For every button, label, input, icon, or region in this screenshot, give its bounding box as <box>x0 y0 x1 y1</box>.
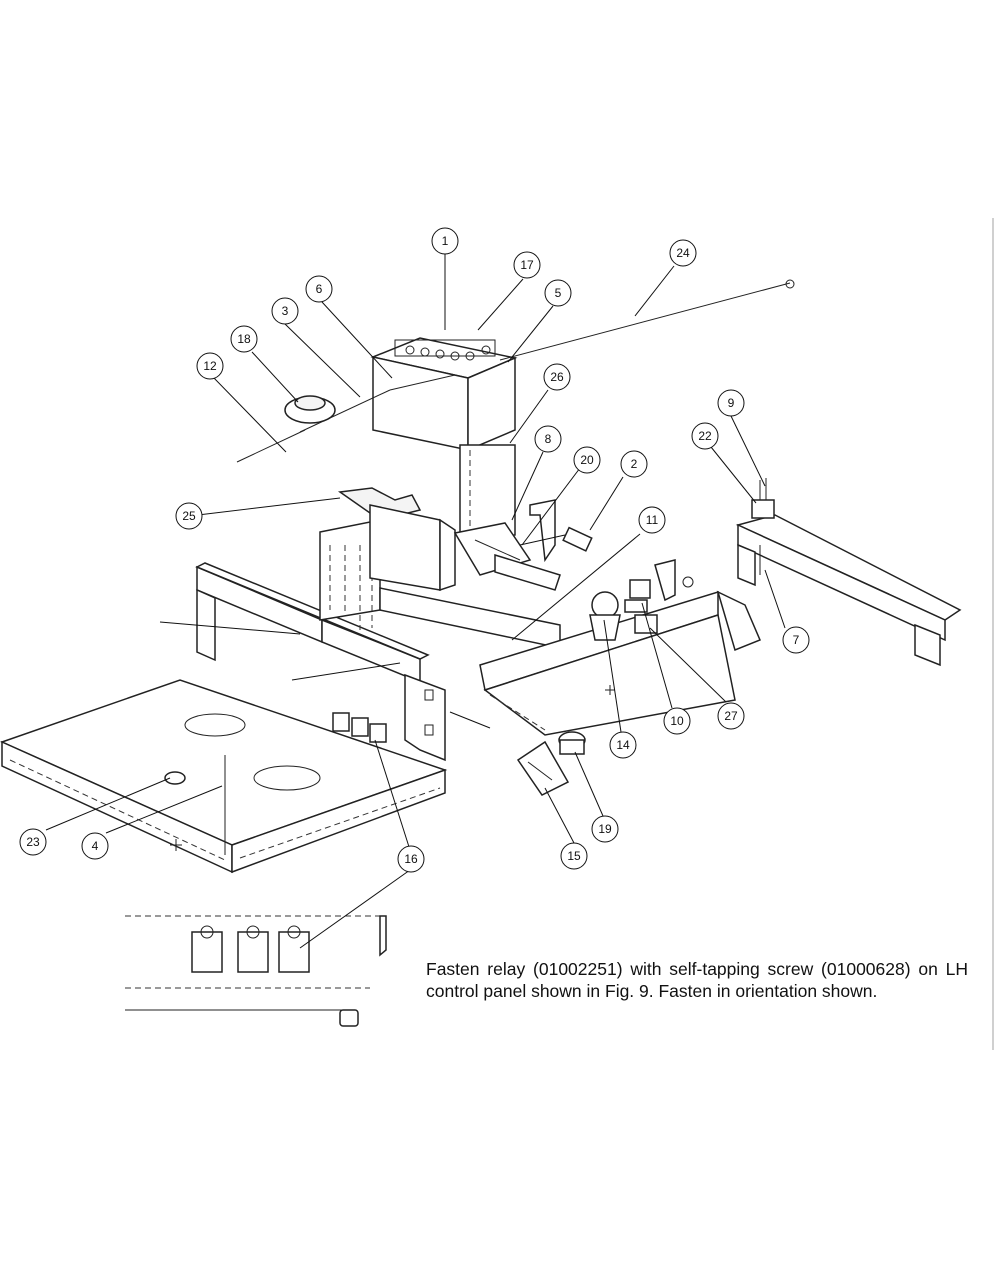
seat-bracket <box>337 487 456 592</box>
battery-tray <box>459 444 516 541</box>
callout-7-label: 7 <box>793 633 800 647</box>
detail-view <box>125 915 387 1027</box>
callout-5-label: 5 <box>555 286 562 300</box>
callout-26-label: 26 <box>550 370 564 384</box>
callout-12: 12 <box>196 352 224 380</box>
callout-20-label: 20 <box>580 453 594 467</box>
callout-4-label: 4 <box>92 839 99 853</box>
callout-9: 9 <box>717 389 745 417</box>
callout-10: 10 <box>663 707 691 735</box>
callout-8: 8 <box>534 425 562 453</box>
hour-meter <box>558 731 586 755</box>
callout-4: 4 <box>81 832 109 860</box>
callout-22: 22 <box>691 422 719 450</box>
callout-25: 25 <box>175 502 203 530</box>
frame-right <box>735 514 962 667</box>
callout-20: 20 <box>573 446 601 474</box>
control-panel <box>479 590 761 736</box>
callout-15-label: 15 <box>567 849 581 863</box>
callout-10-label: 10 <box>670 714 684 728</box>
callout-23-label: 23 <box>26 835 40 849</box>
callout-2-label: 2 <box>631 457 638 471</box>
callout-16: 16 <box>397 845 425 873</box>
callout-9-label: 9 <box>728 396 735 410</box>
base-plate <box>0 679 448 874</box>
leader-lines <box>45 254 786 949</box>
callout-15: 15 <box>560 842 588 870</box>
relay-27 <box>634 614 658 634</box>
callout-16-label: 16 <box>404 852 418 866</box>
cables <box>236 279 795 463</box>
callout-27: 27 <box>717 702 745 730</box>
callout-24: 24 <box>669 239 697 267</box>
callout-7: 7 <box>782 626 810 654</box>
callout-14-label: 14 <box>616 738 630 752</box>
callout-24-label: 24 <box>676 246 690 260</box>
meter-bracket <box>516 740 570 796</box>
callout-26: 26 <box>543 363 571 391</box>
grommet <box>164 771 186 785</box>
callout-6-label: 6 <box>316 282 323 296</box>
callout-3-label: 3 <box>282 304 289 318</box>
callout-11-label: 11 <box>646 513 659 527</box>
callout-18-label: 18 <box>237 332 251 346</box>
relay-group <box>332 712 387 743</box>
callout-27-label: 27 <box>724 709 738 723</box>
callout-17-label: 17 <box>520 258 534 272</box>
callout-23: 23 <box>19 828 47 856</box>
callout-3: 3 <box>271 297 299 325</box>
assembly-note: Fasten relay (01002251) with self-tappin… <box>426 959 968 1001</box>
pedal <box>453 522 561 591</box>
callout-1: 1 <box>431 227 459 255</box>
callouts: 1 2 3 4 5 6 7 8 9 10 11 12 14 15 16 17 1… <box>19 227 810 873</box>
callout-1-label: 1 <box>442 234 449 248</box>
callout-22-label: 22 <box>698 429 712 443</box>
callout-12-label: 12 <box>203 359 217 373</box>
callout-6: 6 <box>305 275 333 303</box>
callout-17: 17 <box>513 251 541 279</box>
callout-2: 2 <box>620 450 648 478</box>
callout-19-label: 19 <box>598 822 612 836</box>
relay-22 <box>751 478 775 519</box>
callout-8-label: 8 <box>545 432 552 446</box>
battery <box>370 337 518 452</box>
callout-19: 19 <box>591 815 619 843</box>
horn <box>284 395 336 424</box>
callout-5: 5 <box>544 279 572 307</box>
sensor-bracket <box>519 499 593 563</box>
relay-10 <box>624 579 651 613</box>
callout-14: 14 <box>609 731 637 759</box>
ignition-switch <box>589 591 621 641</box>
switch-bracket <box>654 559 694 602</box>
callout-11: 11 <box>638 506 666 534</box>
callout-25-label: 25 <box>182 509 196 523</box>
callout-18: 18 <box>230 325 258 353</box>
frame-left <box>159 562 491 762</box>
